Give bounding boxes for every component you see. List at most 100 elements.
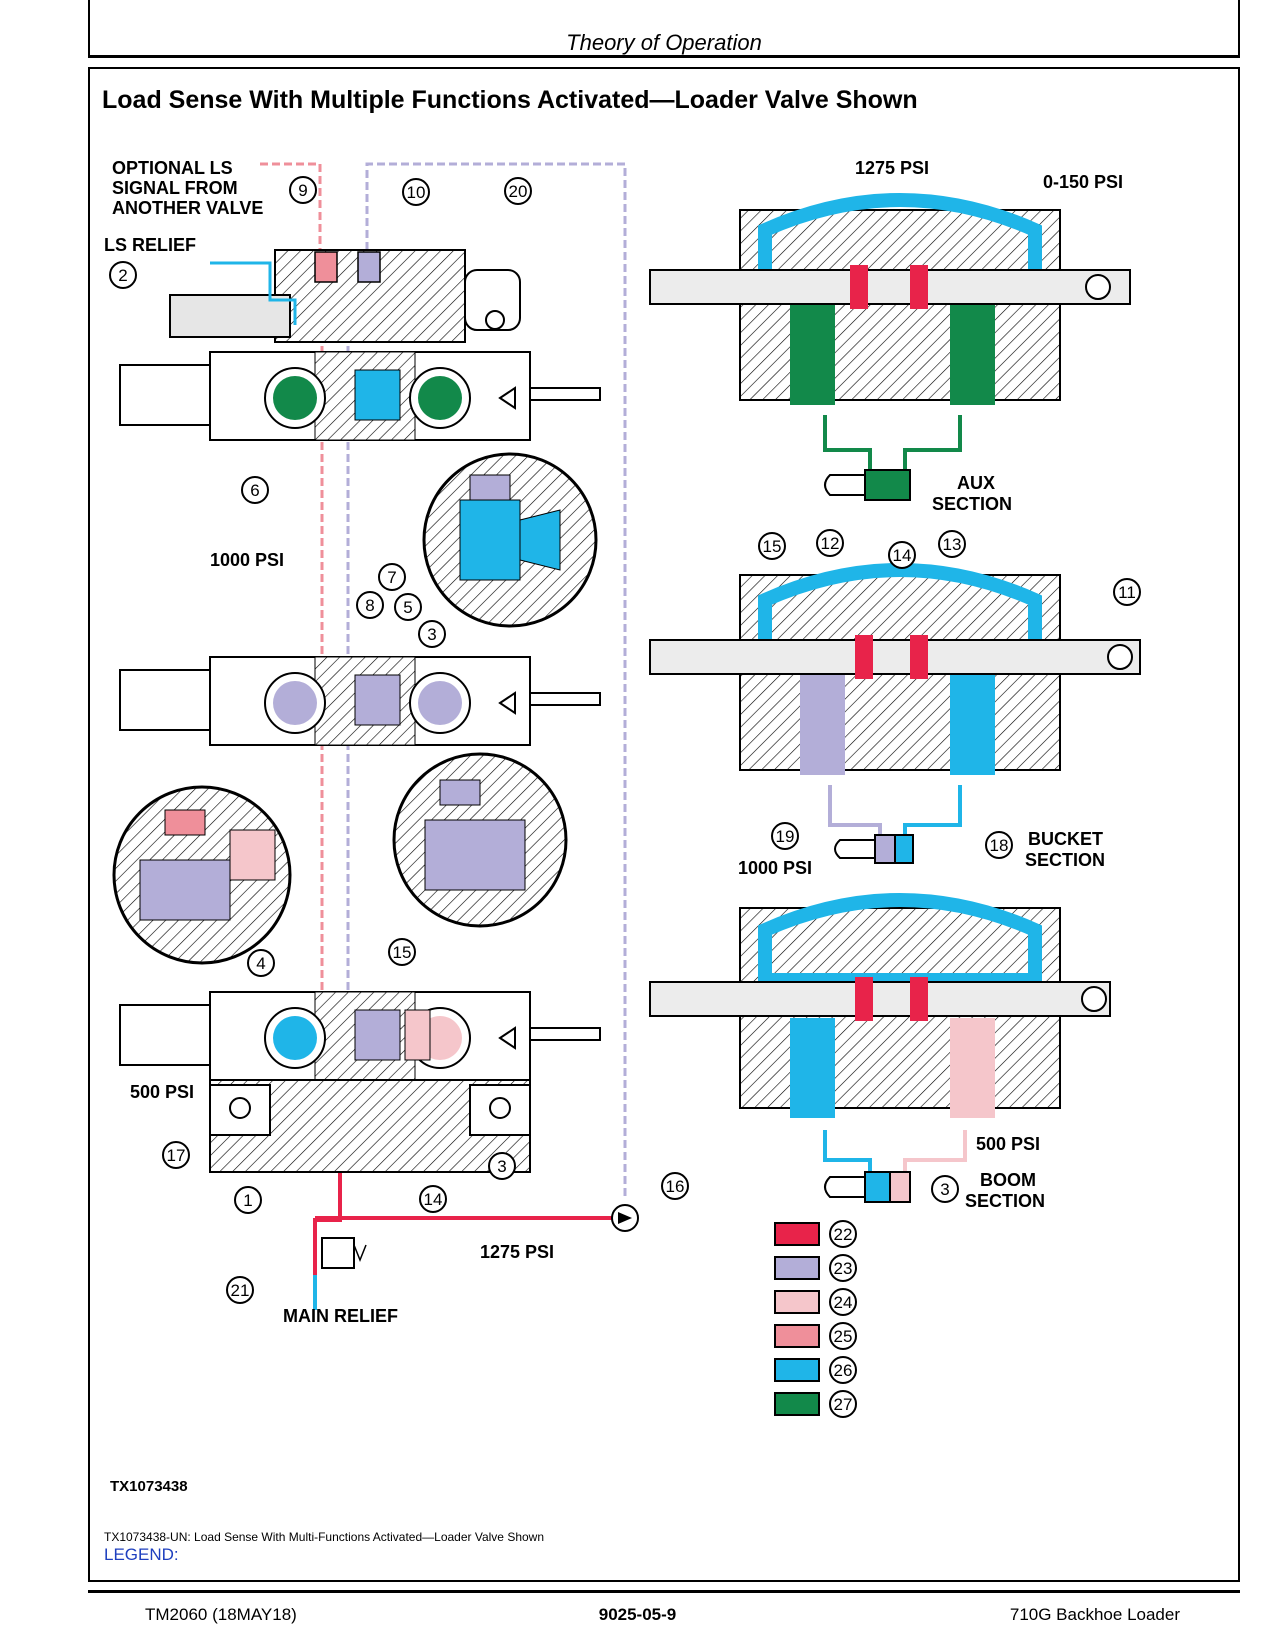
- header-frame: Theory of Operation: [88, 0, 1240, 58]
- callout-15-bucket: 15: [758, 532, 786, 560]
- callout-1: 1: [234, 1186, 262, 1214]
- label-1000-psi-right: 1000 PSI: [738, 858, 812, 878]
- cutaway-boom: [649, 893, 1111, 1203]
- svg-text:14: 14: [893, 546, 912, 565]
- svg-text:12: 12: [821, 534, 840, 553]
- label-boom-2: SECTION: [965, 1191, 1045, 1211]
- label-main-relief: MAIN RELIEF: [283, 1306, 398, 1326]
- svg-text:7: 7: [387, 568, 396, 587]
- callout-3: 3: [418, 620, 446, 648]
- label-1275-psi-bottom: 1275 PSI: [480, 1242, 554, 1262]
- label-ls-relief: LS RELIEF: [104, 235, 196, 255]
- main-relief-valve: [321, 1237, 367, 1269]
- label-1275-psi-top: 1275 PSI: [855, 158, 929, 178]
- legend-callout-circle-25: [829, 1322, 857, 1350]
- legend-swatch-26: [774, 1358, 820, 1382]
- svg-text:8: 8: [365, 596, 374, 615]
- valve-section-aux: [119, 351, 601, 441]
- valve-section-boom: [119, 991, 601, 1173]
- legend-callout-circle-26: [829, 1356, 857, 1384]
- svg-text:21: 21: [231, 1281, 250, 1300]
- label-bucket-2: SECTION: [1025, 850, 1105, 870]
- callout-11: 11: [1113, 578, 1141, 606]
- label-500-psi-right: 500 PSI: [976, 1134, 1040, 1154]
- legend-swatch-24: [774, 1290, 820, 1314]
- figure-frame: [88, 67, 1240, 1582]
- footer-doc-id: TM2060 (18MAY18): [145, 1605, 297, 1624]
- callout-5: 5: [394, 593, 422, 621]
- svg-text:3: 3: [940, 1180, 949, 1199]
- label-1000-psi-left: 1000 PSI: [210, 550, 284, 570]
- label-500-psi-left: 500 PSI: [130, 1082, 194, 1102]
- svg-text:6: 6: [250, 481, 259, 500]
- svg-text:3: 3: [427, 625, 436, 644]
- legend-swatch-25: [774, 1324, 820, 1348]
- figure-title: Load Sense With Multiple Functions Activ…: [102, 86, 918, 114]
- svg-text:2: 2: [118, 266, 127, 285]
- footer-rule: [88, 1590, 1240, 1593]
- footer-model: 710G Backhoe Loader: [1009, 1605, 1180, 1624]
- legend-label: LEGEND:: [104, 1545, 179, 1564]
- callout-21: 21: [226, 1276, 254, 1304]
- legend-callout-circle-24: [829, 1288, 857, 1316]
- legend-callout-25: 25: [834, 1327, 853, 1346]
- label-optional-ls-3: ANOTHER VALVE: [112, 198, 263, 218]
- callout-2: 2: [109, 261, 137, 289]
- image-id: TX1073438: [110, 1478, 188, 1495]
- svg-text:11: 11: [1118, 583, 1136, 602]
- callout-12: 12: [816, 529, 844, 557]
- cutaway-aux: [649, 193, 1131, 501]
- legend-swatch-22: [774, 1222, 820, 1246]
- legend-swatch-27: [774, 1392, 820, 1416]
- detail-view-boom: [112, 785, 292, 965]
- legend-callout-26: 26: [834, 1361, 853, 1380]
- legend-callout-circle-23: [829, 1254, 857, 1282]
- callout-20: 20: [504, 177, 532, 205]
- svg-text:15: 15: [763, 537, 782, 556]
- callout-14: 14: [419, 1185, 447, 1213]
- detail-view-bucket: [392, 752, 568, 928]
- callout-4: 4: [247, 949, 275, 977]
- svg-text:13: 13: [943, 535, 962, 554]
- label-bucket-1: BUCKET: [1028, 829, 1103, 849]
- callouts: 1 2 3 4 5 6 7 8 9 10 11 12 13 14 15 16 1…: [109, 176, 1141, 1304]
- callout-9: 9: [289, 176, 317, 204]
- svg-text:3: 3: [497, 1157, 506, 1176]
- svg-text:20: 20: [509, 182, 528, 201]
- label-aux-2: SECTION: [932, 494, 1012, 514]
- svg-text:10: 10: [407, 183, 426, 202]
- svg-text:15: 15: [393, 943, 412, 962]
- svg-text:5: 5: [403, 598, 412, 617]
- svg-text:9: 9: [298, 181, 307, 200]
- svg-text:4: 4: [256, 954, 265, 973]
- label-boom-1: BOOM: [980, 1170, 1036, 1190]
- figure-caption: TX1073438-UN: Load Sense With Multi-Func…: [104, 1530, 545, 1544]
- footer-page-number: 9025-05-9: [598, 1605, 677, 1624]
- callout-15: 15: [388, 938, 416, 966]
- legend-callout-24: 24: [834, 1293, 853, 1312]
- hydraulic-diagram: OPTIONAL LS SIGNAL FROM ANOTHER VALVE LS…: [104, 158, 1141, 1418]
- callout-16: 16: [661, 1172, 689, 1200]
- label-optional-ls-1: OPTIONAL LS: [112, 158, 233, 178]
- callout-3-lower: 3: [488, 1152, 516, 1180]
- callout-17: 17: [162, 1141, 190, 1169]
- svg-text:18: 18: [990, 836, 1009, 855]
- callout-14-bucket: 14: [888, 541, 916, 569]
- svg-text:17: 17: [167, 1146, 186, 1165]
- callout-10: 10: [402, 178, 430, 206]
- legend-callout-circle-22: [829, 1220, 857, 1248]
- svg-text:14: 14: [424, 1190, 443, 1209]
- callout-18: 18: [985, 831, 1013, 859]
- label-aux-1: AUX: [957, 473, 995, 493]
- section-header: Theory of Operation: [566, 30, 762, 55]
- svg-text:19: 19: [776, 827, 795, 846]
- detail-view-aux: [422, 452, 598, 628]
- inlet-cover: [169, 249, 521, 343]
- valve-section-bucket: [119, 656, 601, 746]
- legend-swatch-23: [774, 1256, 820, 1280]
- legend-callout-27: 27: [834, 1395, 853, 1414]
- callout-8: 8: [356, 591, 384, 619]
- callout-7: 7: [378, 563, 406, 591]
- callout-6: 6: [241, 476, 269, 504]
